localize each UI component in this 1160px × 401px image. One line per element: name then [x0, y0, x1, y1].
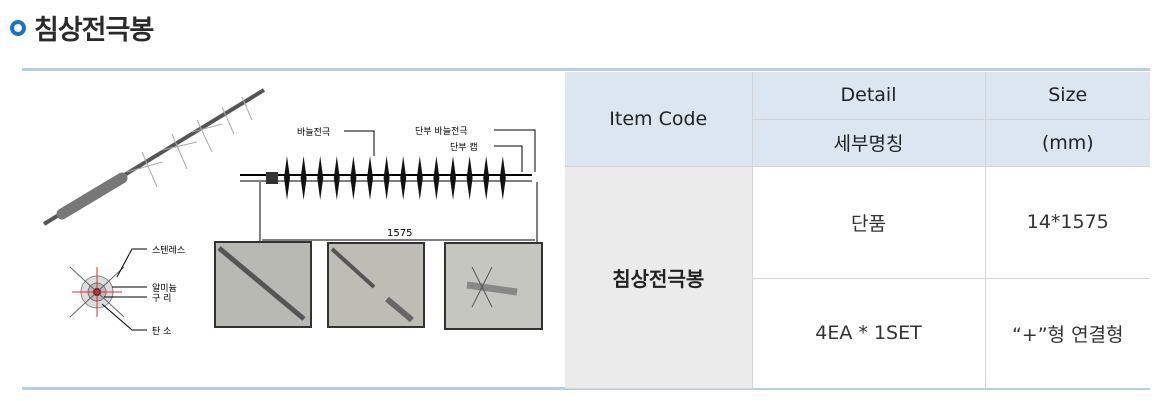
- needle-electrode-mark: [350, 156, 357, 200]
- end-needle-label: 단부 바늘전극: [415, 126, 468, 137]
- section-label: 구 리: [152, 293, 171, 304]
- needle-electrode-mark: [333, 156, 340, 200]
- header-detail: Detail: [751, 72, 986, 120]
- size-cell: 14*1575: [984, 165, 1150, 279]
- detail-cell: 단품: [751, 165, 986, 279]
- needle-electrode-mark: [499, 156, 506, 200]
- needle-electrode-mark: [367, 156, 373, 200]
- needle-electrode-mark: [433, 156, 440, 200]
- needle-electrode-mark: [317, 156, 324, 200]
- spec-table: Item Code Detail Size 세부명칭 (mm) 침상전극봉 단품…: [565, 72, 1150, 389]
- header-item-code: Item Code: [565, 72, 753, 167]
- needle-electrode-mark: [466, 156, 473, 200]
- cross-section-diagram: 스텐레스 알미늄 구 리 탄 소: [69, 245, 185, 337]
- header-detail-sub: 세부명칭: [752, 118, 986, 167]
- electrode-dimension-drawing: 1575 바늘전극 단부 바늘전극 단부 캡: [240, 126, 538, 244]
- size-cell: “+”형 연결형: [984, 277, 1150, 388]
- item-code-cell: 침상전극봉: [565, 165, 753, 389]
- product-illustration: 1575 바늘전극 단부 바늘전극 단부 캡 스텐레스 알미늄 구 리 탄 소: [22, 72, 565, 388]
- table-row: 침상전극봉 단품 14*1575: [565, 165, 1150, 389]
- section-title: 침상전극봉: [10, 8, 154, 47]
- needle-electrode-mark: [383, 156, 390, 200]
- needle-electrode-mark: [450, 156, 456, 200]
- needle-label: 바늘전극: [297, 127, 330, 138]
- section-label: 스텐레스: [152, 245, 185, 256]
- electrode-rod-3d-image: [42, 88, 266, 226]
- end-cap-label: 단부 캡: [450, 141, 478, 153]
- circle-bullet-icon: [10, 19, 26, 36]
- needle-electrode-mark: [416, 156, 423, 200]
- product-photo-3: [444, 242, 543, 330]
- needle-electrode-mark: [284, 156, 290, 200]
- product-photo-1: [214, 241, 312, 328]
- page-title: 침상전극봉: [34, 15, 154, 46]
- needle-electrode-mark: [300, 156, 307, 200]
- length-label: 1575: [387, 228, 412, 239]
- section-label: 알미늄: [152, 283, 177, 294]
- detail-cell: 4EA * 1SET: [752, 277, 986, 388]
- table-row: 4EA * 1SET “+”형 연결형: [565, 277, 1150, 388]
- bottom-divider: [22, 387, 1150, 390]
- product-photo-2: [327, 242, 425, 328]
- needle-electrode-mark: [400, 156, 407, 200]
- top-divider: [22, 68, 1150, 71]
- header-size: Size: [984, 72, 1150, 120]
- section-label: 탄 소: [152, 326, 171, 337]
- header-size-sub: (mm): [984, 118, 1150, 167]
- needle-electrode-mark: [483, 156, 490, 200]
